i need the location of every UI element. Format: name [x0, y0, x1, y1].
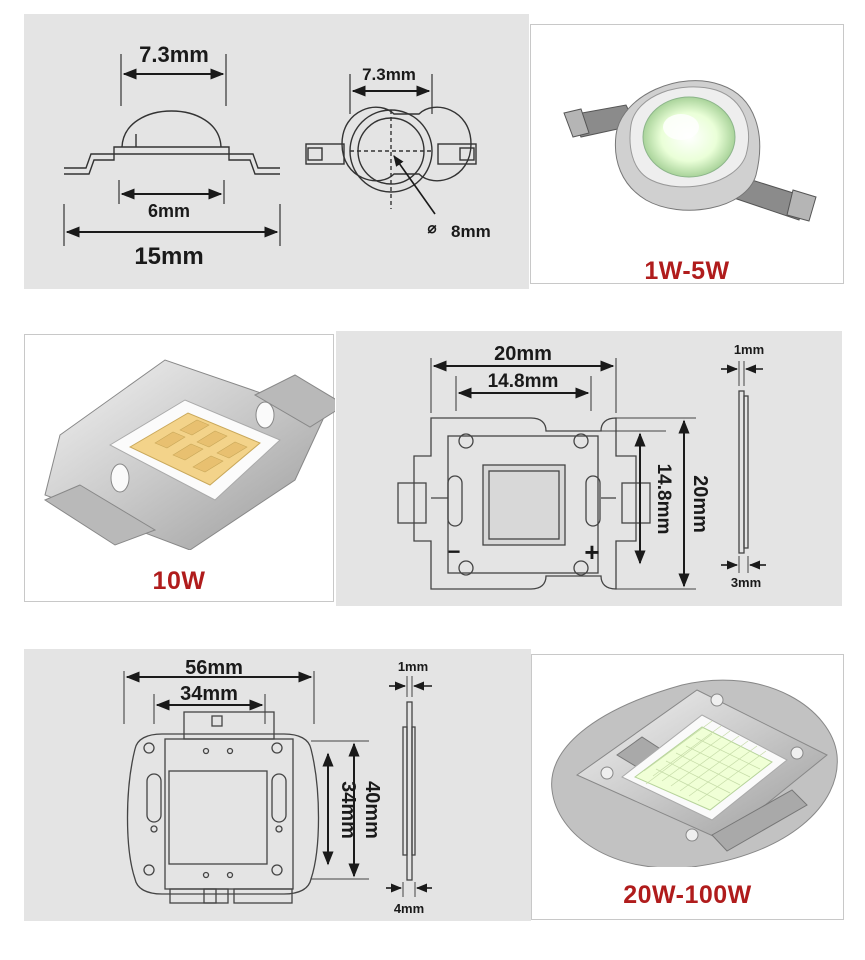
dimension-top-width: 7.3mm: [139, 42, 209, 67]
diameter-symbol: ⌀: [427, 220, 436, 237]
led-100w-front-view: [126, 711, 320, 904]
dimension-side-thickness-bottom: 3mm: [731, 575, 761, 590]
dimension-outer-height: 20mm: [689, 475, 711, 533]
dimension-diameter: 8mm: [451, 222, 491, 241]
led-10w-drawing: − + 20mm 14.8mm 14.8mm 20mm 1mm: [397, 342, 766, 590]
led-1w-side-view: [64, 110, 280, 175]
led-10w-product-panel: 10W: [24, 334, 335, 602]
led-1w-product-panel: 1W-5W: [530, 24, 844, 285]
product-caption-20w-100w: 20W-100W: [623, 881, 752, 909]
dimension-side-thickness-top: 1mm: [734, 342, 764, 357]
led-1w-drawing: 7.3mm 6mm 15mm 7.3mm ⌀ 8mm: [63, 42, 491, 270]
dimension-total-width: 15mm: [134, 243, 203, 270]
led-10w-front-view: [397, 417, 651, 590]
dimension-outer-height: 40mm: [361, 781, 383, 839]
dimension-inner-height: 14.8mm: [653, 464, 674, 535]
dimension-outer-width: 20mm: [494, 343, 552, 365]
led-100w-dimension-panel: 56mm 34mm 34mm 40mm 1mm 4mm: [24, 649, 531, 921]
dimension-outer-width: 56mm: [185, 657, 243, 679]
dimension-side-thickness-bottom: 4mm: [394, 901, 424, 916]
dimension-inner-height: 34mm: [337, 781, 359, 839]
dimension-base-width: 6mm: [148, 201, 190, 221]
led-1w-top-view: [305, 106, 477, 215]
led-10w-side-view: [738, 390, 749, 554]
dimension-side-thickness-top: 1mm: [398, 659, 428, 674]
dimension-top-view-width: 7.3mm: [362, 65, 416, 84]
product-caption-1w-5w: 1W-5W: [644, 257, 730, 285]
led-100w-product-panel: 20W-100W: [531, 654, 844, 920]
dimension-inner-width: 34mm: [180, 683, 238, 705]
led-100w-product-photo: [551, 679, 838, 867]
product-caption-10w: 10W: [152, 567, 206, 595]
led-100w-side-view: [402, 701, 416, 881]
led-10w-dimension-panel: − + 20mm 14.8mm 14.8mm 20mm 1mm: [336, 331, 842, 606]
dimension-inner-width: 14.8mm: [488, 371, 559, 392]
plus-terminal-mark: +: [584, 537, 599, 567]
led-1w-dimension-panel: 7.3mm 6mm 15mm 7.3mm ⌀ 8mm: [24, 14, 529, 289]
led-10w-product-photo: [43, 359, 335, 550]
led-100w-drawing: 56mm 34mm 34mm 40mm 1mm 4mm: [123, 657, 432, 916]
led-1w-product-photo: [563, 80, 817, 222]
minus-terminal-mark: −: [448, 539, 461, 564]
